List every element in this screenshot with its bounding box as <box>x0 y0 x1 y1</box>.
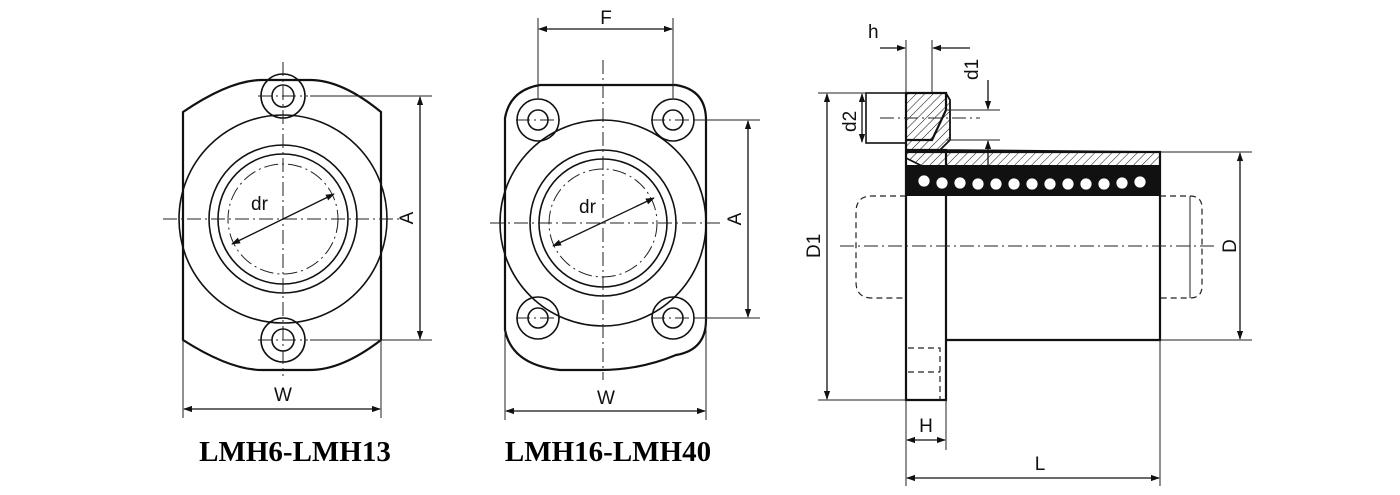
small-A-label: A <box>397 211 418 224</box>
side-section-view: h d1 d2 D1 D H L <box>804 22 1252 486</box>
side-D-label: D <box>1220 239 1241 253</box>
side-ball-row <box>917 174 1147 191</box>
side-shaft <box>855 195 906 299</box>
large-flange-caption: LMH16-LMH40 <box>505 436 711 468</box>
small-flange-caption: LMH6-LMH13 <box>199 436 391 468</box>
large-F-label: F <box>600 8 612 29</box>
side-bottom-hidden-hole <box>908 347 941 400</box>
side-h-label: h <box>868 22 879 43</box>
large-dr-label: dr <box>579 197 597 218</box>
small-dr-arrow <box>231 193 335 245</box>
small-W-label: W <box>274 385 292 406</box>
small-dr-label: dr <box>251 194 269 215</box>
small-flange-view: dr A W LMH6-LMH13 <box>163 62 432 468</box>
large-dr-arrow <box>552 197 655 247</box>
side-D1-label: D1 <box>804 234 825 258</box>
large-flange-outline <box>503 83 708 372</box>
side-d2-label: d2 <box>840 111 861 132</box>
side-H-label: H <box>919 416 933 437</box>
small-flange-outline <box>181 78 383 372</box>
large-A-label: A <box>725 212 746 225</box>
large-W-label: W <box>597 388 615 409</box>
side-L-label: L <box>1035 454 1046 475</box>
side-d1-label: d1 <box>962 59 983 80</box>
side-hatched-section <box>905 92 1161 171</box>
large-flange-view: F dr A W LMH16-LMH40 <box>490 8 760 468</box>
